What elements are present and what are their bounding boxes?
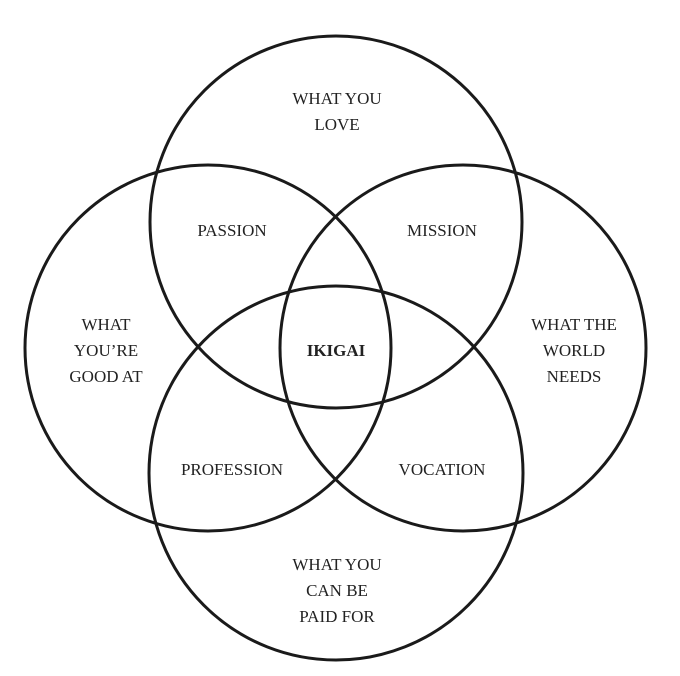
label-world-needs-2: WORLD — [543, 341, 605, 360]
label-good-at-3: GOOD AT — [69, 367, 143, 386]
circle-what-youre-good-at — [23, 163, 393, 533]
label-paid-for-3: PAID FOR — [299, 607, 375, 626]
label-paid-for-2: CAN BE — [306, 581, 368, 600]
label-love-1: WHAT YOU — [292, 89, 381, 108]
label-paid-for-1: WHAT YOU — [292, 555, 381, 574]
circle-what-you-can-be-paid-for — [147, 284, 525, 662]
label-love-2: LOVE — [314, 115, 359, 134]
label-good-at-2: YOU’RE — [74, 341, 138, 360]
label-world-needs-3: NEEDS — [547, 367, 602, 386]
circle-what-you-love — [148, 34, 524, 410]
label-good-at-1: WHAT — [81, 315, 131, 334]
label-world-needs-1: WHAT THE — [531, 315, 617, 334]
label-passion: PASSION — [197, 221, 266, 240]
label-profession: PROFESSION — [181, 460, 283, 479]
circle-what-the-world-needs — [278, 163, 648, 533]
label-vocation: VOCATION — [399, 460, 486, 479]
label-ikigai: IKIGAI — [307, 341, 366, 360]
label-mission: MISSION — [407, 221, 477, 240]
